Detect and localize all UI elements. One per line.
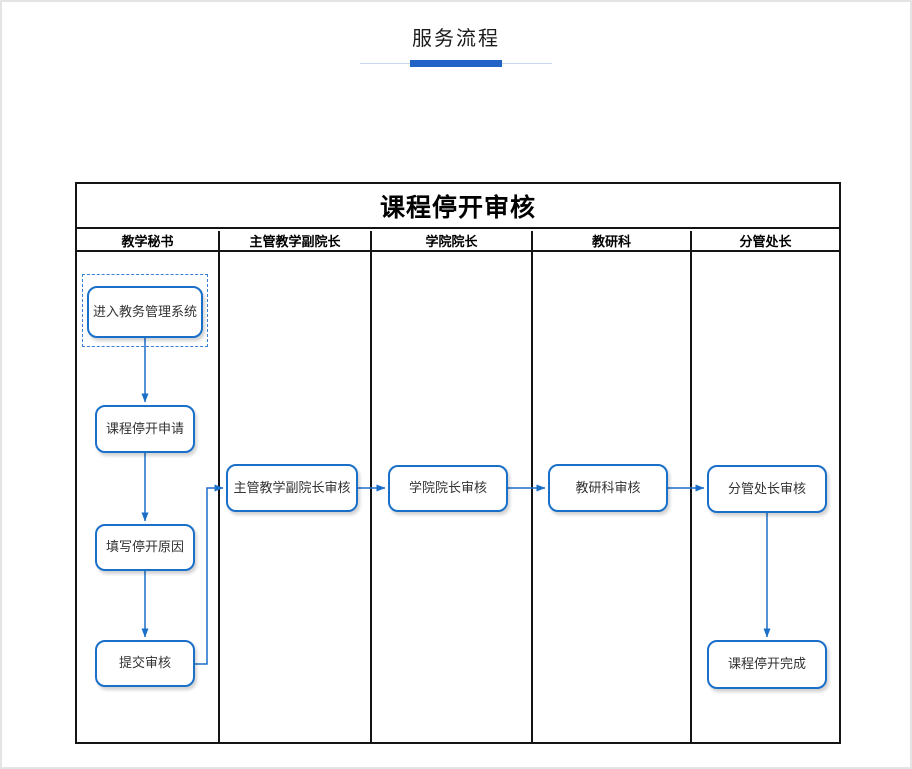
flowchart-table: 课程停开审核 教学秘书 主管教学副院长 学院院长 教研科 分管处长 <box>75 182 841 744</box>
lane-header-director: 分管处长 <box>692 231 839 252</box>
flow-node-fill-reason: 填写停开原因 <box>95 524 195 571</box>
flow-node-director-review: 分管处长审核 <box>707 465 827 513</box>
lane-college-dean: 学院院长 <box>370 231 531 742</box>
lane-header-research-section: 教研科 <box>533 231 690 252</box>
lane-research-section: 教研科 <box>531 231 690 742</box>
flow-node-enter-system: 进入教务管理系统 <box>87 286 203 338</box>
flow-node-dean-review: 学院院长审核 <box>388 465 508 512</box>
lane-header-college-dean: 学院院长 <box>372 231 531 252</box>
flow-node-vice-dean-review: 主管教学副院长审核 <box>226 464 358 512</box>
start-node-highlight-box <box>82 274 208 347</box>
flow-node-research-review: 教研科审核 <box>548 464 668 512</box>
lane-teaching-secretary: 教学秘书 <box>77 231 218 742</box>
title-underline-accent <box>410 60 502 67</box>
flow-node-course-stop-apply: 课程停开申请 <box>95 405 195 453</box>
title-underline <box>360 60 552 67</box>
flow-node-submit-review: 提交审核 <box>95 640 195 687</box>
page-title: 服务流程 <box>412 28 500 50</box>
lane-director: 分管处长 <box>690 231 839 742</box>
flowchart-title: 课程停开审核 <box>77 184 839 229</box>
lane-header-vice-dean: 主管教学副院长 <box>220 231 370 252</box>
flow-node-complete: 课程停开完成 <box>707 640 827 689</box>
lane-header-teaching-secretary: 教学秘书 <box>77 231 218 252</box>
